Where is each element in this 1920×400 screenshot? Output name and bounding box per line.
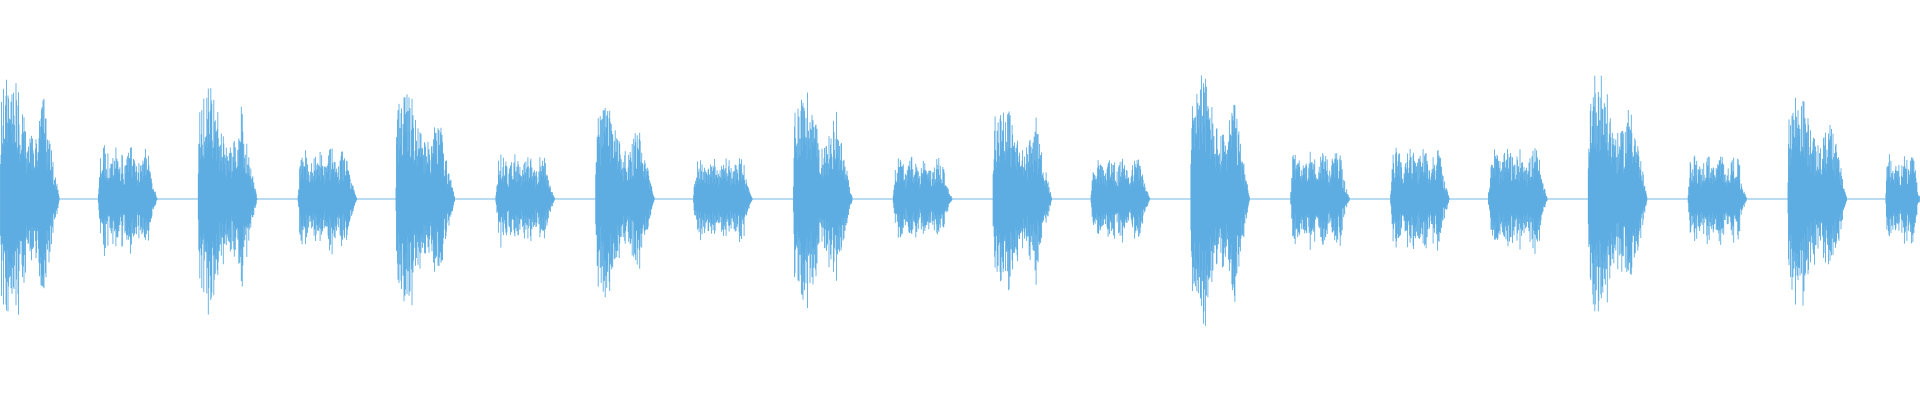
waveform-segment-soft: [495, 154, 556, 248]
waveform-segment-path: [1090, 158, 1151, 243]
waveform-blocks: [0, 75, 1920, 326]
waveform-segment-path: [495, 154, 556, 248]
waveform-segment-path: [595, 108, 655, 298]
waveform-segment-path: [1885, 154, 1920, 244]
waveform-segment-loud: [793, 92, 853, 309]
waveform-segment-path: [97, 145, 158, 256]
waveform-segment-loud: [0, 79, 60, 315]
waveform-segment-path: [992, 111, 1053, 291]
waveform-segment-soft: [1885, 154, 1920, 244]
waveform-segment-path: [395, 94, 456, 306]
waveform-segment-loud: [197, 88, 258, 315]
waveform-segment-path: [0, 79, 60, 315]
waveform-segment-loud: [395, 94, 456, 306]
waveform-segment-soft: [1488, 148, 1548, 254]
waveform-segment-path: [1290, 151, 1350, 250]
waveform-segment-path: [1687, 155, 1748, 245]
waveform-segment-soft: [1090, 158, 1151, 243]
waveform-segment-soft: [297, 148, 358, 255]
waveform-segment-soft: [1290, 151, 1350, 250]
waveform-segment-path: [892, 156, 953, 238]
waveform-segment-loud: [1787, 97, 1848, 306]
waveform-segment-path: [693, 158, 753, 242]
waveform-segment-soft: [1687, 155, 1748, 245]
waveform-segment-path: [1787, 97, 1848, 306]
waveform-segment-path: [1587, 75, 1648, 312]
waveform-segment-loud: [1587, 75, 1648, 312]
waveform-segment-soft: [693, 158, 753, 242]
waveform-segment-path: [297, 148, 358, 255]
waveform-segment-path: [1190, 75, 1251, 326]
waveform-segment-loud: [595, 108, 655, 298]
waveform-segment-soft: [97, 145, 158, 256]
waveform-segment-soft: [1390, 147, 1450, 251]
waveform-segment-path: [1488, 148, 1548, 254]
waveform-segment-path: [1390, 147, 1450, 251]
waveform-segment-loud: [1190, 75, 1251, 326]
waveform-segment-path: [793, 92, 853, 309]
waveform-segment-path: [197, 88, 258, 315]
waveform-segment-loud: [992, 111, 1053, 291]
waveform-segment-soft: [892, 156, 953, 238]
